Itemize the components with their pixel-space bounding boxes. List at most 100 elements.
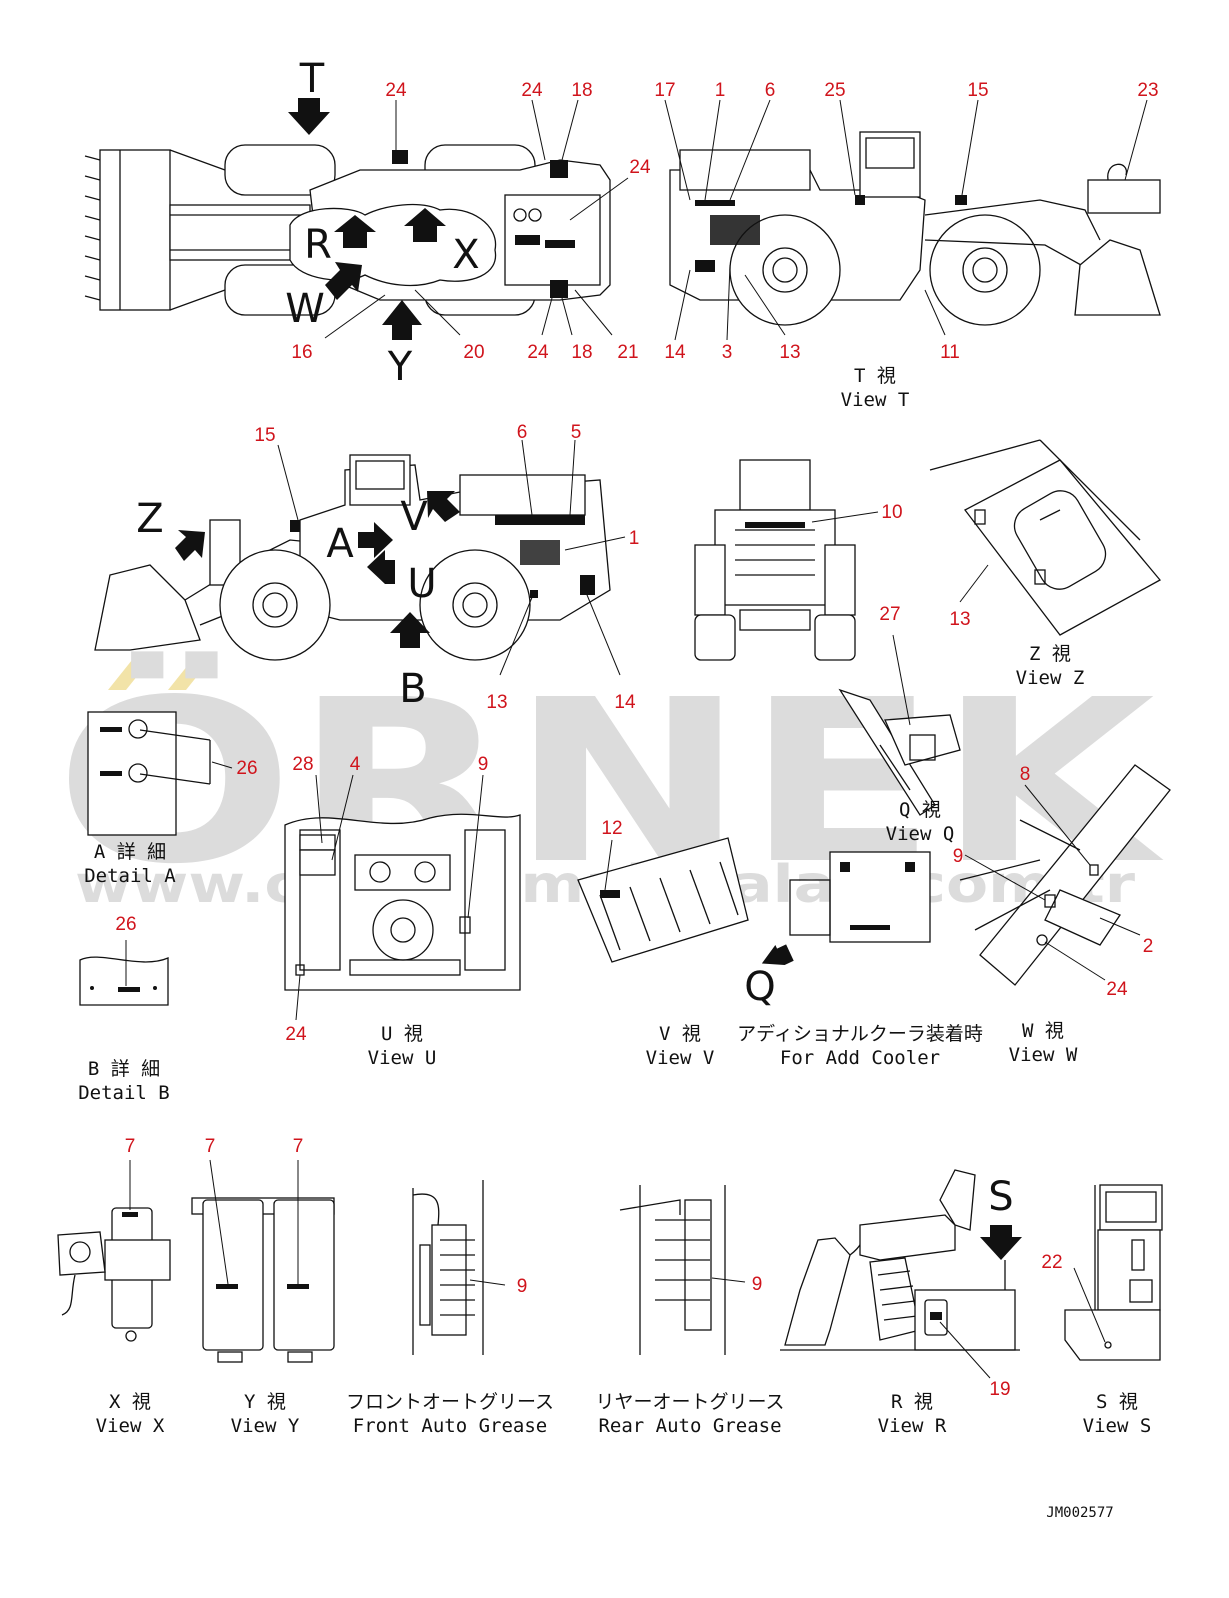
- callout-number: 13: [486, 692, 507, 713]
- watermark: ÖRNEK www.ornekismakinalari.com.tr: [55, 651, 1165, 915]
- detail-b-caption: B 詳 細 Detail B: [78, 1058, 170, 1104]
- caption-en: View R: [878, 1415, 947, 1437]
- rear-grease-drawing: [619, 1185, 726, 1355]
- callout-number: 11: [940, 342, 960, 363]
- callout-number: 14: [664, 342, 686, 363]
- callout-number: 18: [571, 80, 592, 101]
- caption-jp: X 視: [109, 1391, 151, 1413]
- caption-jp: R 視: [891, 1391, 933, 1413]
- add-cooler-caption: アディショナルクーラ装着時 For Add Cooler: [737, 1023, 983, 1069]
- callout-number: 14: [614, 692, 636, 713]
- arrow-w: [325, 262, 362, 300]
- watermark-accent-right: [168, 660, 210, 690]
- view-x-caption: X 視 View X: [96, 1391, 165, 1437]
- callout-number: 16: [291, 342, 312, 363]
- arrow-s: [980, 1225, 1022, 1260]
- callout-number: 13: [949, 609, 970, 630]
- caption-en: View W: [1009, 1044, 1078, 1066]
- callout-number: 25: [824, 80, 845, 101]
- side-view-leaders: [277, 439, 626, 676]
- caption-jp: W 視: [1022, 1020, 1064, 1042]
- caption-en: View U: [368, 1047, 437, 1069]
- callout-number: 6: [517, 422, 528, 443]
- callout-number: 8: [1020, 764, 1031, 785]
- arrow-letter-u: U: [407, 561, 436, 607]
- callout-number: 15: [967, 80, 988, 101]
- caption-en: View Y: [231, 1415, 300, 1437]
- caption-en: View T: [841, 389, 910, 411]
- front-grease-drawing: [412, 1180, 484, 1355]
- rear-view-drawing: [694, 459, 856, 661]
- watermark-brand: ÖRNEK: [55, 651, 1165, 914]
- top-view-arrows: [288, 98, 446, 340]
- caption-en: Rear Auto Grease: [598, 1415, 781, 1437]
- arrow-z: [175, 530, 205, 561]
- rear-grease-caption: リヤーオートグリース Rear Auto Grease: [595, 1391, 784, 1437]
- side-view-callouts: 15 6 5 1 13 14: [254, 422, 639, 713]
- view-s-drawing: [1064, 1184, 1163, 1361]
- callout-number: 3: [722, 342, 733, 363]
- top-view-drawing: [84, 144, 611, 316]
- view-r-drawing: [780, 1169, 1022, 1351]
- detail-a-drawing: [87, 711, 211, 836]
- callout-number: 9: [953, 846, 964, 867]
- callout-number: 19: [989, 1379, 1010, 1400]
- callout-number: 9: [478, 754, 489, 775]
- view-v-drawing: [577, 837, 931, 965]
- caption-en: View V: [646, 1047, 715, 1069]
- drawing-id: JM002577: [1046, 1505, 1113, 1521]
- view-w-callouts: 8 9 2 24: [953, 764, 1154, 1000]
- arrow-letter-w: W: [285, 286, 325, 332]
- view-x-drawing: [57, 1207, 171, 1342]
- arrow-letter-a: A: [326, 521, 354, 567]
- view-t-caption: T 視 View T: [841, 365, 910, 411]
- view-z-drawing: [929, 439, 1162, 636]
- arrow-letter-r: R: [304, 222, 332, 268]
- callout-number: 24: [521, 80, 543, 101]
- view-t-drawing: [669, 131, 1161, 326]
- callout-number: 23: [1137, 80, 1158, 101]
- callout-number: 21: [617, 342, 638, 363]
- caption-jp: V 視: [659, 1023, 701, 1045]
- callout-number: 17: [654, 80, 675, 101]
- callout-number: 7: [125, 1136, 136, 1157]
- view-w-leaders: [964, 784, 1141, 981]
- caption-en: View Z: [1016, 667, 1085, 689]
- view-y-drawing: [191, 1197, 335, 1363]
- view-w-drawing: [959, 764, 1171, 986]
- caption-jp: Z 視: [1029, 643, 1071, 665]
- callout-number: 26: [115, 914, 136, 935]
- callout-number: 1: [715, 80, 726, 101]
- callout-number: 24: [1106, 979, 1128, 1000]
- callout-number: 13: [779, 342, 800, 363]
- callout-number: 7: [293, 1136, 304, 1157]
- caption-en: For Add Cooler: [780, 1047, 940, 1069]
- callout-number: 4: [350, 754, 361, 775]
- callout-number: 7: [205, 1136, 216, 1157]
- callout-number: 15: [254, 425, 275, 446]
- caption-jp: フロントオートグリース: [346, 1391, 554, 1413]
- arrow-letter-v: V: [400, 494, 428, 540]
- view-t-callouts: 17 1 6 25 15 23 14 3 13 11: [654, 80, 1158, 363]
- callout-number: 24: [629, 157, 651, 178]
- view-z-caption: Z 視 View Z: [1016, 643, 1085, 689]
- arrow-letter-q: Q: [744, 964, 775, 1010]
- arrow-r: [334, 215, 376, 248]
- view-u-drawing: [284, 813, 521, 991]
- arrow-letter-t: T: [299, 56, 325, 102]
- view-w-caption: W 視 View W: [1009, 1020, 1078, 1066]
- detail-a-caption: A 詳 細 Detail A: [84, 841, 176, 887]
- view-y-callouts: 7 7: [205, 1136, 304, 1157]
- arrow-u: [367, 550, 395, 584]
- callout-number: 24: [527, 342, 549, 363]
- arrow-letter-y: Y: [387, 344, 413, 390]
- callout-number: 1: [629, 528, 640, 549]
- arrow-letter-z: Z: [136, 496, 163, 542]
- caption-en: Front Auto Grease: [353, 1415, 547, 1437]
- caption-en: Detail B: [78, 1082, 170, 1104]
- arrow-letter-x: X: [452, 232, 479, 278]
- callout-number: 10: [881, 502, 902, 523]
- view-y-leaders: [209, 1159, 299, 1285]
- view-v-caption: V 視 View V: [646, 1023, 715, 1069]
- view-s-caption: S 視 View S: [1083, 1391, 1152, 1437]
